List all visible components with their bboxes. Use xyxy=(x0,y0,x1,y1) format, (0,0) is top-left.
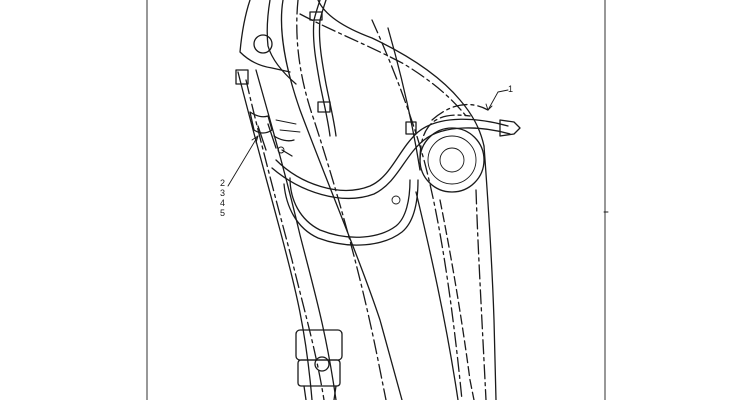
callout-5-label: 5 xyxy=(220,208,225,218)
hydraulic-hose xyxy=(271,118,521,246)
boom-pivot-pin xyxy=(253,34,273,54)
callout-4-label: 4 xyxy=(220,198,225,208)
hose-connector xyxy=(405,121,417,135)
hose-clamp-bracket xyxy=(249,111,301,157)
lubrication-line xyxy=(309,0,337,137)
hydraulic-cylinder xyxy=(235,69,343,400)
callout-1: 1 xyxy=(485,84,513,111)
callout-3-label: 3 xyxy=(220,188,225,198)
callout-1-label: 1 xyxy=(508,84,513,94)
hose-guide-clip xyxy=(391,195,401,205)
middle-fitting xyxy=(317,101,331,113)
frame-border xyxy=(146,0,609,400)
arm-pivot xyxy=(419,114,485,193)
arm-body xyxy=(239,0,497,400)
callout-2-label: 2 xyxy=(220,178,225,188)
cylinder-gland xyxy=(295,329,343,361)
cylinder-head-fitting xyxy=(235,69,249,85)
callout-2-5: 2 3 4 5 xyxy=(220,135,259,218)
hose-end-fitting xyxy=(499,119,521,137)
upper-fitting xyxy=(309,11,323,21)
